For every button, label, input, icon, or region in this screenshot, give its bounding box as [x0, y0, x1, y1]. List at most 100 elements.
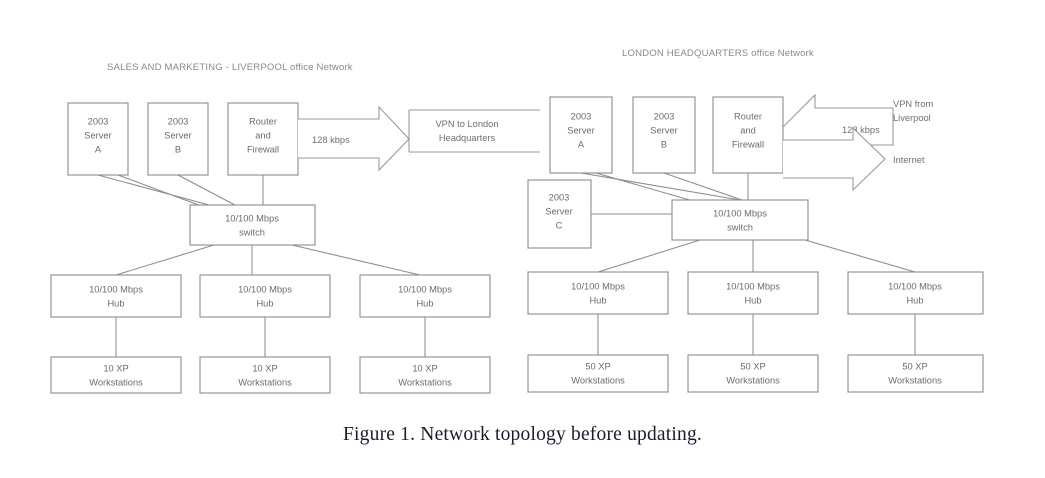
node-box: [147, 102, 209, 176]
node-label-line-2: Server: [650, 125, 677, 135]
link-london-internet: Internet: [783, 126, 925, 192]
edge-switch-to-hub-3: [291, 244, 421, 276]
node-label-line-3: B: [661, 139, 667, 149]
figure-caption: Figure 1. Network topology before updati…: [343, 424, 702, 445]
node-label-line-1: 50 XP: [740, 361, 765, 371]
node-label-line-2: Server: [84, 130, 111, 140]
node-label-line-1: 10/100 Mbps: [225, 213, 279, 223]
node-label-line-2: Workstations: [238, 377, 292, 387]
node-liverpool-workstations-3[interactable]: 10 XP Workstations: [359, 356, 491, 394]
node-label-line-1: 2003: [654, 111, 675, 121]
node-label-line-1: 2003: [571, 111, 592, 121]
node-label-line-2: switch: [727, 222, 753, 232]
node-label-line-1: 10 XP: [252, 363, 277, 373]
node-london-server-b[interactable]: 2003 Server B: [632, 96, 696, 174]
node-liverpool-workstations-1[interactable]: 10 XP Workstations: [50, 356, 182, 394]
node-label-line-2: Hub: [107, 298, 124, 308]
node-liverpool-hub-3[interactable]: 10/100 Mbps Hub: [359, 274, 491, 318]
node-box: [632, 96, 696, 174]
edge-srv-a2-to-switch: [595, 172, 701, 204]
node-london-switch[interactable]: 10/100 Mbps switch: [671, 199, 809, 241]
node-label-line-2: Server: [567, 125, 594, 135]
edge-switch-to-hub-1: [597, 239, 701, 273]
site-title-liverpool: SALES AND MARKETING - LIVERPOOL office N…: [107, 62, 353, 73]
node-label-line-2: Hub: [589, 295, 606, 305]
node-box: [527, 354, 669, 393]
node-label-line-2: Workstations: [726, 375, 780, 385]
node-london-server-c[interactable]: 2003 Server C: [527, 179, 592, 249]
node-label-line-3: A: [578, 139, 585, 149]
vpn-target-label-line-1: VPN to London: [435, 119, 498, 129]
node-liverpool-server-a[interactable]: 2003 Server A: [67, 102, 129, 176]
node-label-line-2: Server: [164, 130, 191, 140]
site-liverpool: SALES AND MARKETING - LIVERPOOL office N…: [50, 62, 540, 394]
node-london-hub-3[interactable]: 10/100 Mbps Hub: [847, 271, 984, 315]
node-liverpool-hub-1[interactable]: 10/100 Mbps Hub: [50, 274, 182, 318]
node-london-hub-2[interactable]: 10/100 Mbps Hub: [687, 271, 819, 315]
node-label-line-2: Hub: [256, 298, 273, 308]
vpn-in-target-label-line-2: Liverpool: [893, 113, 931, 123]
node-liverpool-workstations-2[interactable]: 10 XP Workstations: [199, 356, 331, 394]
node-box: [50, 356, 182, 394]
node-box: [671, 199, 809, 241]
node-label-line-1: 10 XP: [412, 363, 437, 373]
node-box: [359, 274, 491, 318]
node-label-line-3: Firewall: [247, 144, 279, 154]
node-london-hub-1[interactable]: 10/100 Mbps Hub: [527, 271, 669, 315]
vpn-target-label-line-2: Headquarters: [439, 133, 496, 143]
site-title-london: LONDON HEADQUARTERS office Network: [622, 48, 814, 59]
node-label-line-2: and: [255, 130, 271, 140]
node-london-server-a[interactable]: 2003 Server A: [549, 96, 613, 174]
vpn-in-target-label-line-1: VPN from: [893, 99, 934, 109]
node-box: [199, 356, 331, 394]
node-liverpool-switch[interactable]: 10/100 Mbps switch: [189, 204, 316, 246]
node-box: [549, 96, 613, 174]
node-label-line-1: Router: [249, 116, 277, 126]
node-label-line-2: switch: [239, 227, 265, 237]
site-london: LONDON HEADQUARTERS office Network 2003: [527, 48, 984, 393]
link-liverpool-vpn-to-london: 128 kbps VPN to London Headquarters: [298, 105, 540, 172]
node-label-line-1: 2003: [88, 116, 109, 126]
node-box: [67, 102, 129, 176]
node-label-line-3: C: [556, 220, 563, 230]
edge-srv-a-to-switch: [580, 172, 741, 201]
node-london-router-firewall[interactable]: Router and Firewall: [712, 96, 784, 174]
node-label-line-2: Hub: [416, 298, 433, 308]
node-label-line-1: 50 XP: [902, 361, 927, 371]
node-label-line-3: B: [175, 144, 181, 154]
edge-switch-to-hub-3: [804, 239, 916, 273]
node-box: [50, 274, 182, 318]
edge-srv-b-to-switch: [663, 172, 743, 201]
node-label-line-2: Server: [545, 206, 572, 216]
node-box: [359, 356, 491, 394]
node-label-line-2: Hub: [906, 295, 923, 305]
node-liverpool-server-b[interactable]: 2003 Server B: [147, 102, 209, 176]
node-box: [847, 271, 984, 315]
vpn-out-speed-label: 128 kbps: [312, 135, 350, 145]
node-label-line-1: Router: [734, 111, 762, 121]
edge-switch-to-hub-1: [115, 244, 215, 276]
node-london-workstations-2[interactable]: 50 XP Workstations: [687, 354, 819, 393]
node-label-line-3: A: [95, 144, 102, 154]
vpn-in-speed-label: 128 kbps: [842, 125, 880, 135]
node-liverpool-router-firewall[interactable]: Router and Firewall: [227, 102, 299, 176]
node-label-line-1: 2003: [168, 116, 189, 126]
node-label-line-2: Workstations: [89, 377, 143, 387]
node-box: [687, 354, 819, 393]
node-box: [712, 96, 784, 174]
node-label-line-1: 2003: [549, 192, 570, 202]
node-box: [687, 271, 819, 315]
node-liverpool-hub-2[interactable]: 10/100 Mbps Hub: [199, 274, 331, 318]
node-box: [847, 354, 984, 393]
node-london-workstations-1[interactable]: 50 XP Workstations: [527, 354, 669, 393]
internet-arrow-icon: [783, 126, 886, 192]
node-label-line-1: 10/100 Mbps: [398, 284, 452, 294]
node-london-workstations-3[interactable]: 50 XP Workstations: [847, 354, 984, 393]
node-box: [527, 271, 669, 315]
liverpool-edges: [97, 174, 426, 357]
node-box: [199, 274, 331, 318]
node-label-line-1: 10/100 Mbps: [571, 281, 625, 291]
node-box: [189, 204, 316, 246]
node-label-line-1: 10 XP: [103, 363, 128, 373]
